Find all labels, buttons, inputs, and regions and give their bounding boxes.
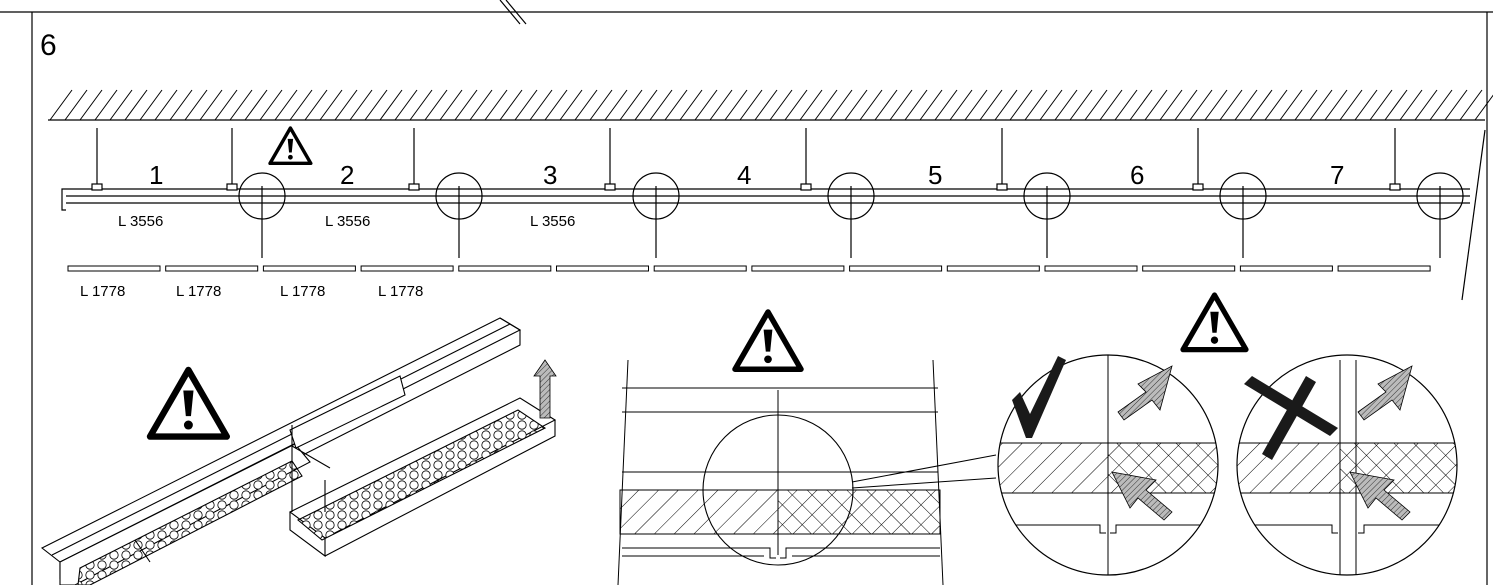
- rail-system: [61, 128, 1486, 301]
- segment-length-3: L 3556: [530, 213, 575, 230]
- pointer-arrow-icon: [1117, 365, 1173, 421]
- warning-icon: [146, 366, 230, 440]
- segment-length-1: L 3556: [118, 213, 163, 230]
- joint-section-detail: [617, 359, 997, 585]
- module-length-3: L 1778: [280, 283, 325, 300]
- up-arrow-icon: [533, 359, 557, 419]
- cross-mark-icon: [1244, 376, 1338, 460]
- segment-numbers: 1 2 3 4 5 6 7: [149, 160, 1344, 190]
- warning-icon: [1180, 292, 1249, 353]
- pointer-arrow-icon: [1111, 471, 1173, 521]
- pointer-arrow-icon: [1349, 471, 1411, 521]
- module-lengths: L 1778 L 1778 L 1778 L 1778: [80, 283, 423, 300]
- segment-length-2: L 3556: [325, 213, 370, 230]
- ceiling: [48, 89, 1493, 121]
- module-length-4: L 1778: [378, 283, 423, 300]
- module-length-1: L 1778: [80, 283, 125, 300]
- module-strips: [67, 265, 1431, 272]
- segment-number-5: 5: [928, 160, 942, 190]
- segment-number-3: 3: [543, 160, 557, 190]
- segment-number-6: 6: [1130, 160, 1144, 190]
- correct-joint-detail: [997, 354, 1219, 576]
- segment-number-4: 4: [737, 160, 751, 190]
- pointer-arrow-icon: [1357, 365, 1413, 421]
- step-number: 6: [40, 29, 57, 62]
- luminaire-illustration: [40, 317, 557, 585]
- incorrect-joint-detail: [1236, 354, 1458, 576]
- segment-number-2: 2: [340, 160, 354, 190]
- segment-lengths: L 3556 L 3556 L 3556: [118, 213, 575, 230]
- check-mark-icon: [1012, 356, 1066, 438]
- warning-icon: [268, 126, 313, 166]
- module-length-2: L 1778: [176, 283, 221, 300]
- warning-icon: [732, 309, 804, 372]
- segment-number-1: 1: [149, 160, 163, 190]
- segment-number-7: 7: [1330, 160, 1344, 190]
